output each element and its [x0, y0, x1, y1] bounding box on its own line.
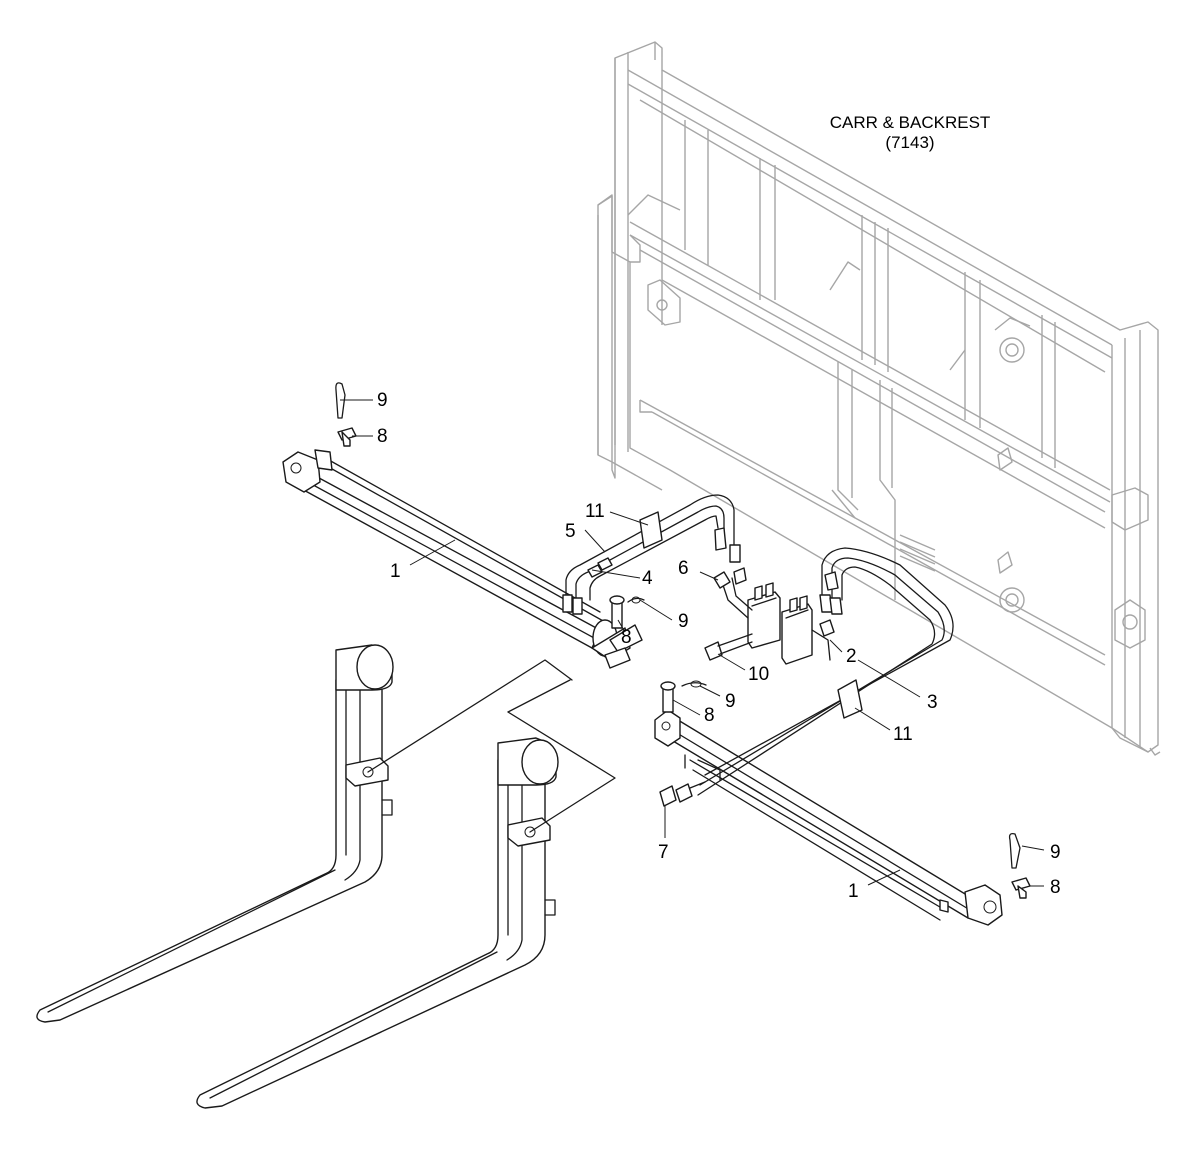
- carriage-backrest-frame: [597, 41, 1161, 756]
- callout-11-upper: 11: [585, 501, 605, 522]
- callout-8-top-left: 8: [377, 426, 388, 447]
- pin-clip-middle: [609, 595, 645, 629]
- fork-link-plates: [367, 659, 616, 833]
- callout-3: 3: [927, 692, 938, 713]
- fork-left: [36, 644, 394, 1023]
- fork-right: [196, 737, 559, 1109]
- callout-1-right-cylinder: 1: [848, 881, 859, 902]
- pin-clip-lower-middle: [660, 680, 707, 713]
- pin-clip-top-left: [335, 382, 357, 447]
- callout-6: 6: [678, 558, 689, 579]
- assembly-label-line2: (7143): [885, 133, 934, 152]
- callout-7: 7: [658, 842, 669, 863]
- callout-9-middle: 9: [678, 611, 689, 632]
- valve-assembly: [704, 567, 835, 665]
- callout-8-lower-middle: 8: [704, 705, 715, 726]
- assembly-label-line1: CARR & BACKREST: [830, 113, 991, 132]
- cylinder-right: [654, 709, 1003, 926]
- callout-9-lower-middle: 9: [725, 691, 736, 712]
- callout-10: 10: [748, 664, 769, 685]
- callout-4: 4: [642, 568, 653, 589]
- callout-8-right: 8: [1050, 877, 1061, 898]
- cylinder-left: [282, 449, 643, 669]
- callout-leaders: [340, 399, 1045, 887]
- fitting-7: [659, 781, 706, 807]
- callout-labels: 9 8 1 11 5 4 6 8 9 10 2 3 9 8 11 7 1 9 8: [377, 390, 1061, 902]
- hose-upper-pair: [562, 494, 741, 615]
- callout-11-lower: 11: [893, 724, 913, 745]
- callout-8-middle: 8: [621, 627, 632, 648]
- hose-lower-pair: [697, 547, 954, 796]
- callout-9-top-left: 9: [377, 390, 388, 411]
- callout-2: 2: [846, 646, 857, 667]
- pin-clip-right: [1008, 832, 1031, 899]
- callout-9-right: 9: [1050, 842, 1061, 863]
- callout-1-left-cylinder: 1: [390, 561, 401, 582]
- callout-5: 5: [565, 521, 576, 542]
